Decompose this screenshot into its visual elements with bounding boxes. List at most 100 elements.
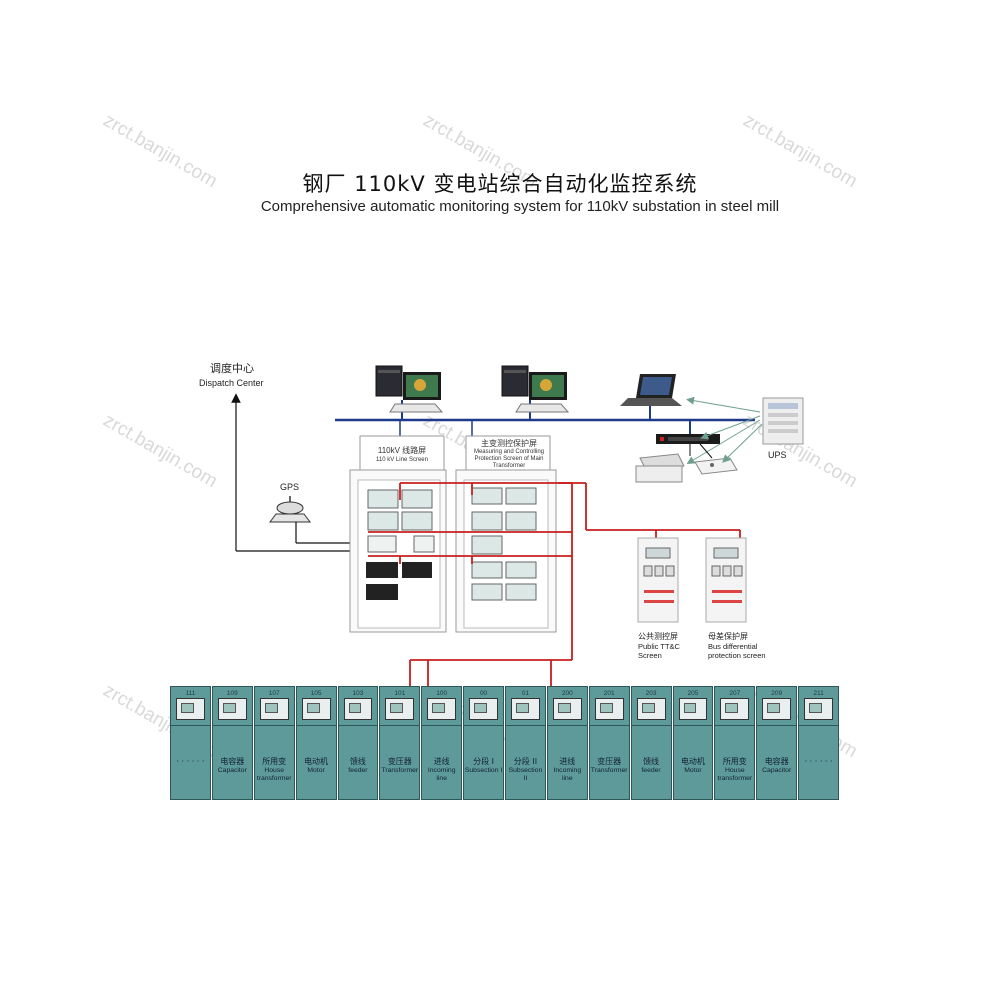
- line-screen-label-en: 110 kV Line Screen: [376, 457, 428, 463]
- protection-relay-device: [552, 698, 582, 720]
- workstation-2: [501, 365, 570, 413]
- bay-function-cn: 电容器: [220, 757, 245, 766]
- bay-divider: [799, 725, 838, 726]
- bay-function-en: Capacitor: [762, 767, 792, 774]
- cabinet-110kv-line: [349, 435, 447, 633]
- protection-relay-device: [804, 698, 833, 720]
- protection-relay-device: [720, 698, 750, 720]
- bay-divider: [589, 725, 629, 726]
- protection-relay-device: [301, 698, 331, 720]
- workstation-1: [375, 365, 444, 413]
- bay-number: 01: [521, 690, 530, 697]
- ups-label: UPS: [768, 450, 787, 460]
- protection-relay-device: [343, 698, 373, 720]
- bay-function-cn: 变压器: [387, 757, 412, 766]
- bay-function-cn: 进线: [433, 757, 450, 766]
- bay-function-cn: 所用变: [262, 757, 287, 766]
- relay-display: [767, 703, 781, 713]
- bay-divider: [673, 725, 713, 726]
- bay-number: 103: [352, 690, 364, 697]
- bay-function-cn: · · · · · ·: [176, 757, 205, 766]
- printer: [635, 453, 685, 483]
- protection-relay-device: [762, 698, 792, 720]
- bay-number: 211: [813, 690, 824, 697]
- protection-relay-device: [385, 698, 415, 720]
- relay-display: [306, 703, 320, 713]
- relay-display: [222, 703, 236, 713]
- bay-function-en: Transformer: [381, 767, 419, 774]
- relay-display: [725, 703, 739, 713]
- relay-display: [432, 703, 446, 713]
- bay-divider: [422, 725, 462, 726]
- dispatch-center-label-en: Dispatch Center: [199, 378, 264, 388]
- relay-display: [390, 703, 404, 713]
- bay-function-en: Capacitor: [217, 767, 247, 774]
- protection-relay-device: [176, 698, 205, 720]
- bay-number: 00: [479, 690, 488, 697]
- relay-display: [599, 703, 613, 713]
- bay-function-en: House transformer: [256, 767, 292, 782]
- bay-function-en: Subsection II: [508, 767, 543, 782]
- relay-display: [348, 703, 362, 713]
- protection-relay-device: [427, 698, 457, 720]
- line-screen-label-cn: 110kV 线路屏: [377, 446, 427, 455]
- bay-function-cn: 电动机: [304, 757, 329, 766]
- bay-number: 201: [603, 690, 615, 697]
- diagram-subtitle: Comprehensive automatic monitoring syste…: [260, 198, 780, 215]
- bay-divider: [171, 725, 210, 726]
- network-switch: [656, 434, 720, 444]
- bay-function-cn: 馈线: [643, 757, 660, 766]
- modem: [694, 457, 738, 475]
- main-screen-label-en: Measuring and Controlling Protection Scr…: [473, 449, 545, 469]
- public-screen-label-cn: 公共测控屏: [638, 632, 678, 641]
- bay-function-en: feeder: [641, 767, 661, 774]
- bay-function-cn: 馈线: [349, 757, 366, 766]
- protection-relay-device: [217, 698, 247, 720]
- bay-number: 209: [771, 690, 783, 697]
- bay-divider: [631, 725, 671, 726]
- bay-function-en: Subsection I: [464, 767, 503, 774]
- relay-display: [557, 703, 571, 713]
- dispatch-center-label-cn: 调度中心: [210, 363, 254, 375]
- relay-display: [516, 703, 529, 713]
- bay-function-cn: 分段 II: [513, 757, 538, 766]
- bay-divider: [380, 725, 420, 726]
- relay-display: [264, 703, 278, 713]
- bay-divider: [547, 725, 587, 726]
- cabinet-main-transformer: [455, 435, 557, 633]
- ups-tower: [762, 397, 804, 445]
- bay-function-cn: 电动机: [680, 757, 705, 766]
- gps-label: GPS: [280, 482, 300, 492]
- bay-divider: [506, 725, 545, 726]
- bay-divider: [338, 725, 378, 726]
- bay-function-en: feeder: [348, 767, 368, 774]
- bus-screen-label-en: Bus differential protection screen: [708, 642, 766, 660]
- bay-number: 111: [185, 690, 196, 697]
- laptop: [620, 374, 682, 406]
- bay-number: 105: [310, 690, 322, 697]
- bay-divider: [296, 725, 336, 726]
- bus-differential-screen: [705, 537, 747, 623]
- bay-function-cn: 分段 I: [473, 757, 495, 766]
- bay-number: 107: [268, 690, 280, 697]
- bay-number: 101: [394, 690, 406, 697]
- diagram-title: 钢厂 110kV 变电站综合自动化监控系统: [302, 172, 698, 196]
- protection-relay-device: [259, 698, 289, 720]
- relay-display: [641, 703, 655, 713]
- bay-function-en: Incoming line: [427, 767, 456, 782]
- public-screen-label-en: Public TT&C Screen: [638, 642, 680, 660]
- protection-relay-device: [594, 698, 624, 720]
- relay-display: [683, 703, 697, 713]
- switchgear-bay: 111 · · · · · ·: [170, 686, 211, 800]
- protection-relay-device: [511, 698, 540, 720]
